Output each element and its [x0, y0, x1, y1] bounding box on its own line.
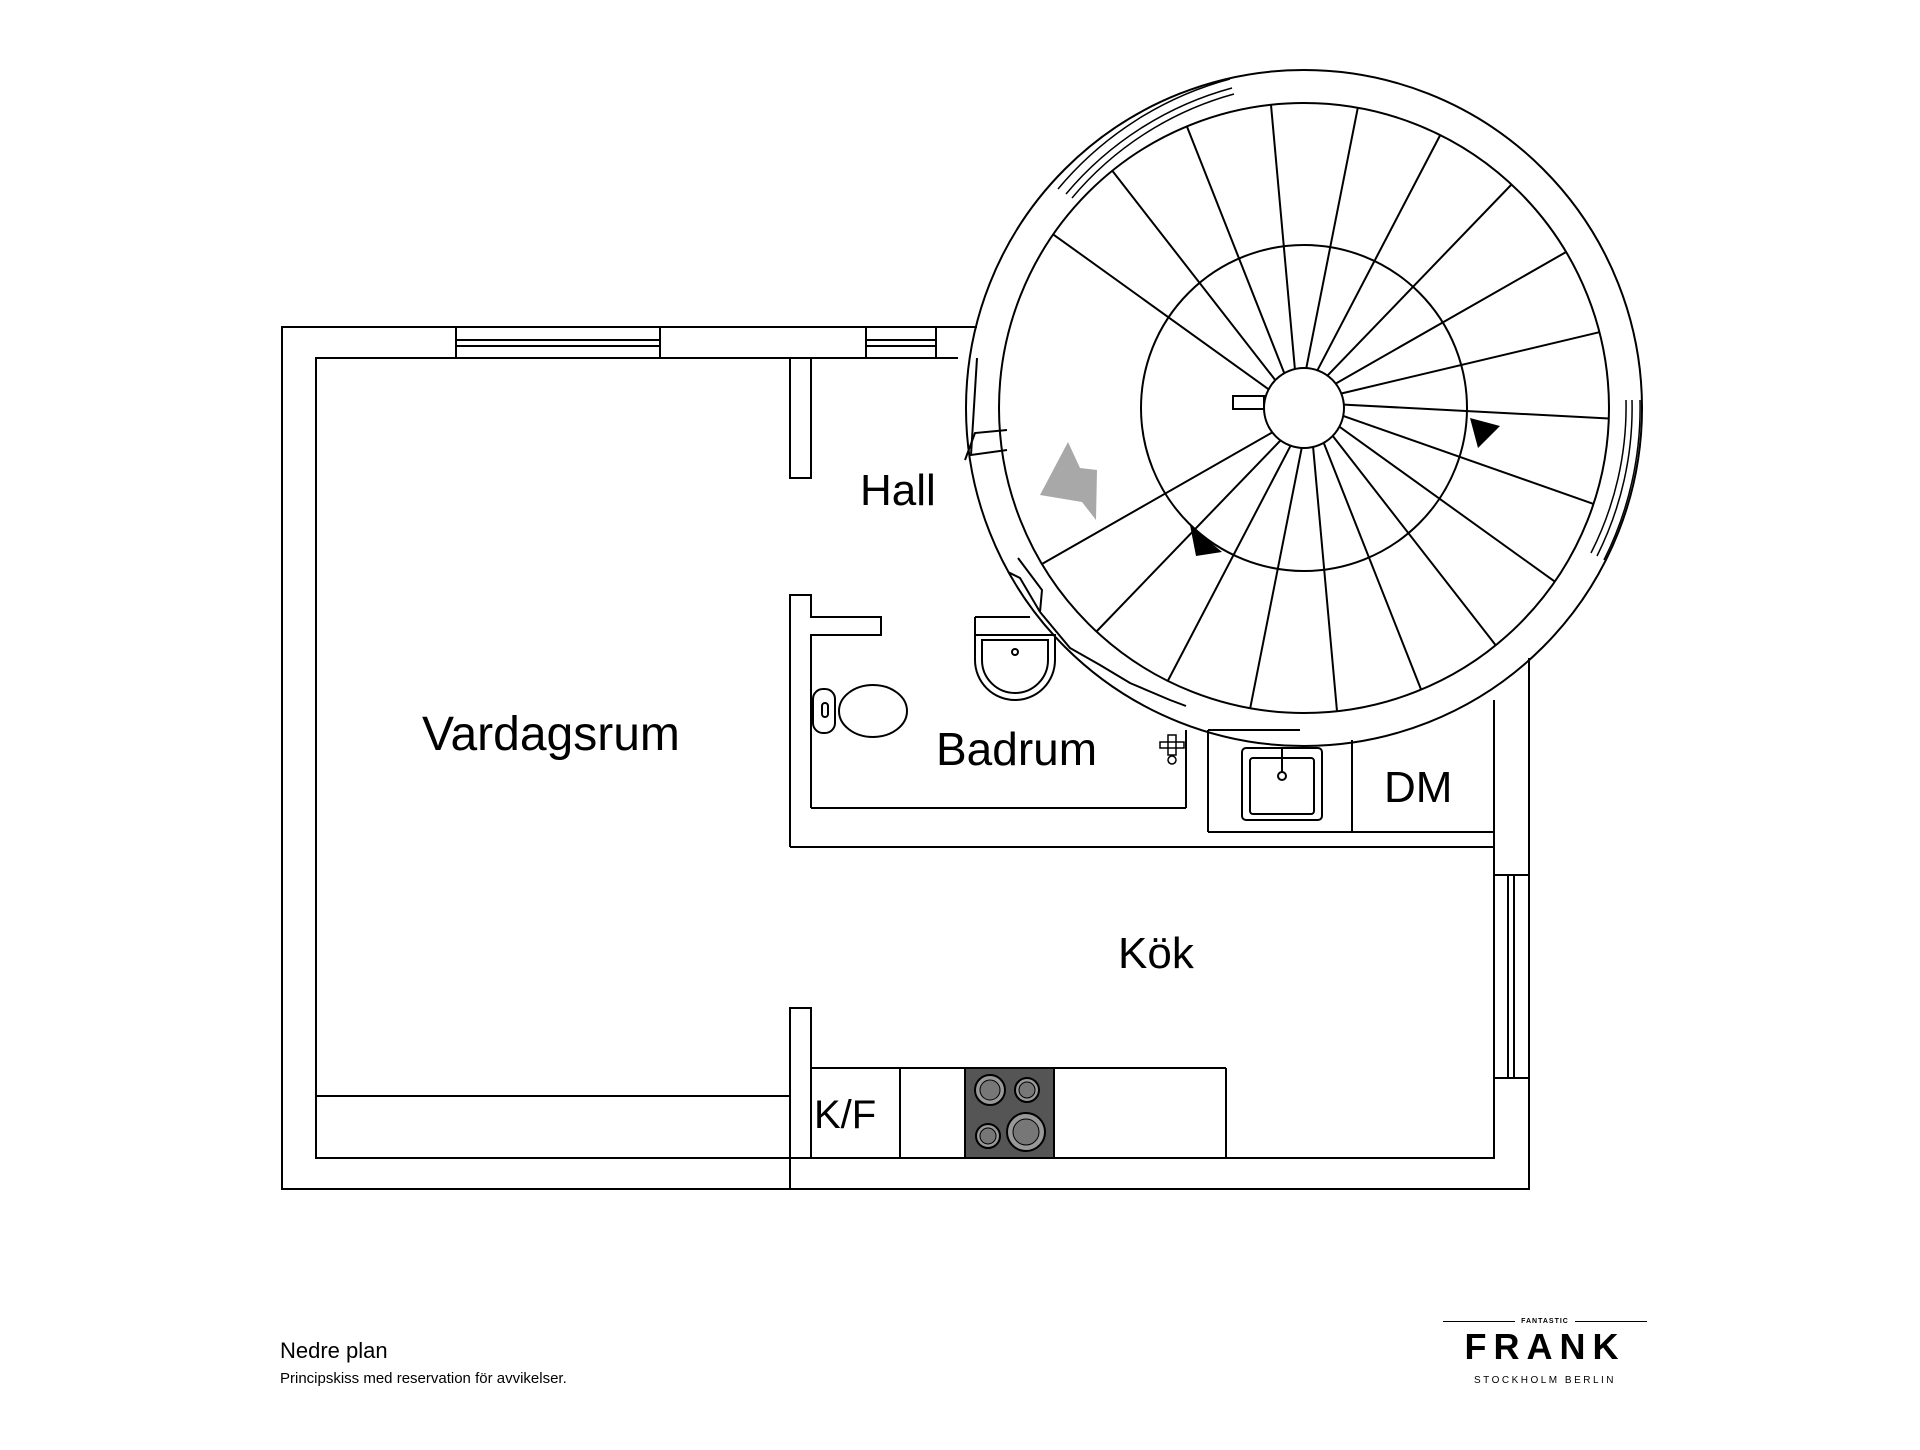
brand-logo: FANTASTIC FRANK STOCKHOLM BERLIN: [1440, 1318, 1650, 1386]
stair-tread: [1316, 134, 1442, 371]
tower-window-right: [1590, 399, 1641, 561]
stair-tread: [1041, 431, 1273, 565]
window-top-left: [455, 326, 661, 359]
spiral-staircase-icon: [965, 69, 1643, 747]
label-badrum: Badrum: [936, 723, 1097, 775]
stair-tread: [1331, 435, 1497, 646]
stair-tread: [1249, 447, 1303, 709]
window-right: [1493, 874, 1530, 1079]
hall-walls: [789, 357, 1494, 1189]
stair-tread: [1343, 403, 1609, 420]
brand-cities: STOCKHOLM BERLIN: [1473, 1375, 1617, 1386]
label-vardagsrum: Vardagsrum: [422, 708, 680, 761]
stair-tread: [1338, 425, 1556, 583]
brand-name: FRANK: [1464, 1326, 1626, 1367]
label-dm: DM: [1384, 763, 1452, 812]
stair-tread: [1341, 331, 1600, 395]
sink-icon: [1241, 747, 1323, 821]
toilet-icon: [812, 684, 908, 738]
washbasin-icon: [974, 634, 1056, 701]
tower-window-top: [1057, 78, 1235, 199]
faucet-icon: [1159, 734, 1185, 765]
stair-tread: [1095, 439, 1282, 633]
stair-tread: [1052, 233, 1270, 391]
brand-tagline-row: FANTASTIC: [1440, 1318, 1650, 1325]
plan-title: Nedre plan: [280, 1338, 388, 1363]
brand-tagline: FANTASTIC: [1521, 1318, 1569, 1325]
label-kf: K/F: [814, 1093, 876, 1137]
plan-subtitle: Principskiss med reservation för avvikel…: [280, 1370, 567, 1387]
stair-tread: [1335, 251, 1567, 385]
bathroom-walls: [974, 611, 1495, 833]
stair-tread: [1322, 442, 1423, 690]
stair-tread: [1342, 414, 1594, 505]
entrance-arrow-icon: [1040, 442, 1097, 520]
stair-tread: [1312, 446, 1338, 712]
label-kok: Kök: [1118, 929, 1195, 978]
window-top-small: [865, 326, 937, 359]
label-hall: Hall: [860, 466, 936, 515]
stair-tread: [1111, 170, 1277, 381]
stair-tread: [1166, 445, 1292, 682]
stair-tread: [1326, 183, 1513, 377]
stair-tread: [1270, 104, 1296, 370]
stair-tread: [1185, 126, 1286, 374]
stair-tread: [1305, 107, 1359, 369]
stove-icon: [964, 1067, 1055, 1159]
